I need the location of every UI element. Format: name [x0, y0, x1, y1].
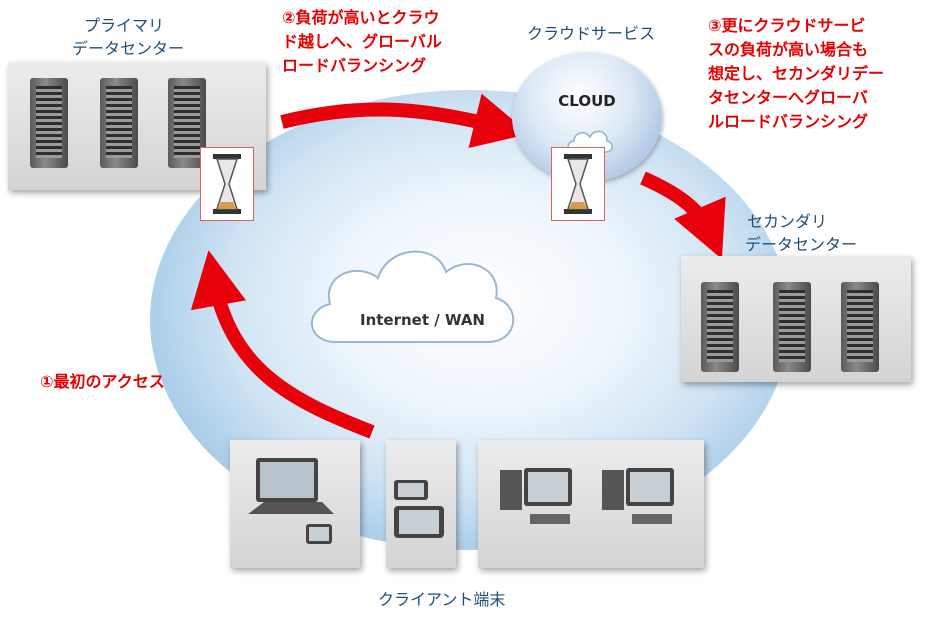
primary-dc-label-line1: プライマリ	[84, 16, 165, 35]
step2-label: ②負荷が高いとクラウ ド越しへ、グローバル ロードバランシング	[282, 6, 442, 78]
step3-line: ③更にクラウドサービ	[708, 16, 866, 35]
laptop-box	[230, 440, 360, 568]
internet-cloud	[311, 250, 515, 343]
arrow-step1	[190, 250, 375, 439]
secondary-dc-label-line1: セカンダリ	[747, 212, 828, 231]
secondary-dc-box	[681, 256, 911, 382]
server-icon	[30, 78, 68, 168]
arrow-step3	[640, 171, 726, 260]
step3-line: タセンターへグローバ	[708, 88, 868, 107]
load-balancer-hourglass-icon	[200, 147, 254, 221]
desktop-box	[478, 440, 704, 568]
server-icon	[168, 78, 206, 168]
internet-label: Internet / WAN	[360, 311, 485, 329]
server-icon	[841, 282, 879, 372]
step2-line: ド越しへ、グローバル	[282, 32, 442, 51]
laptop-icon	[248, 458, 334, 544]
server-icon	[773, 282, 811, 372]
cloud-bubble-label: CLOUD	[558, 92, 616, 110]
primary-dc-label: プライマリ データセンター	[72, 14, 184, 60]
secondary-dc-label: セカンダリ データセンター	[745, 210, 857, 256]
small-cloud-icon	[567, 130, 613, 153]
mobile-devices-icon	[394, 480, 444, 538]
arrow-step2	[280, 93, 530, 149]
step1-label: ①最初のアクセス	[40, 372, 165, 391]
desktop-pc-icon	[500, 468, 674, 524]
step3-line: ルロードバランシング	[708, 112, 869, 131]
server-icon	[701, 282, 739, 372]
step3-line: スの負荷が高い場合も	[708, 40, 869, 59]
clients-label: クライアント端末	[378, 590, 506, 609]
mobile-box	[386, 440, 456, 568]
server-icon	[100, 78, 138, 168]
secondary-dc-label-line2: データセンター	[745, 235, 858, 254]
step2-line: ②負荷が高いとクラウ	[282, 8, 440, 27]
step2-line: ロードバランシング	[282, 56, 427, 75]
primary-dc-label-line2: データセンター	[72, 39, 185, 58]
cloud-service-label: クラウドサービス	[527, 24, 656, 43]
step3-line: 想定し、セカンダリデー	[708, 64, 885, 83]
step3-label: ③更にクラウドサービ スの負荷が高い場合も 想定し、セカンダリデー タセンターへ…	[708, 14, 884, 134]
load-balancer-hourglass-icon	[551, 147, 605, 221]
